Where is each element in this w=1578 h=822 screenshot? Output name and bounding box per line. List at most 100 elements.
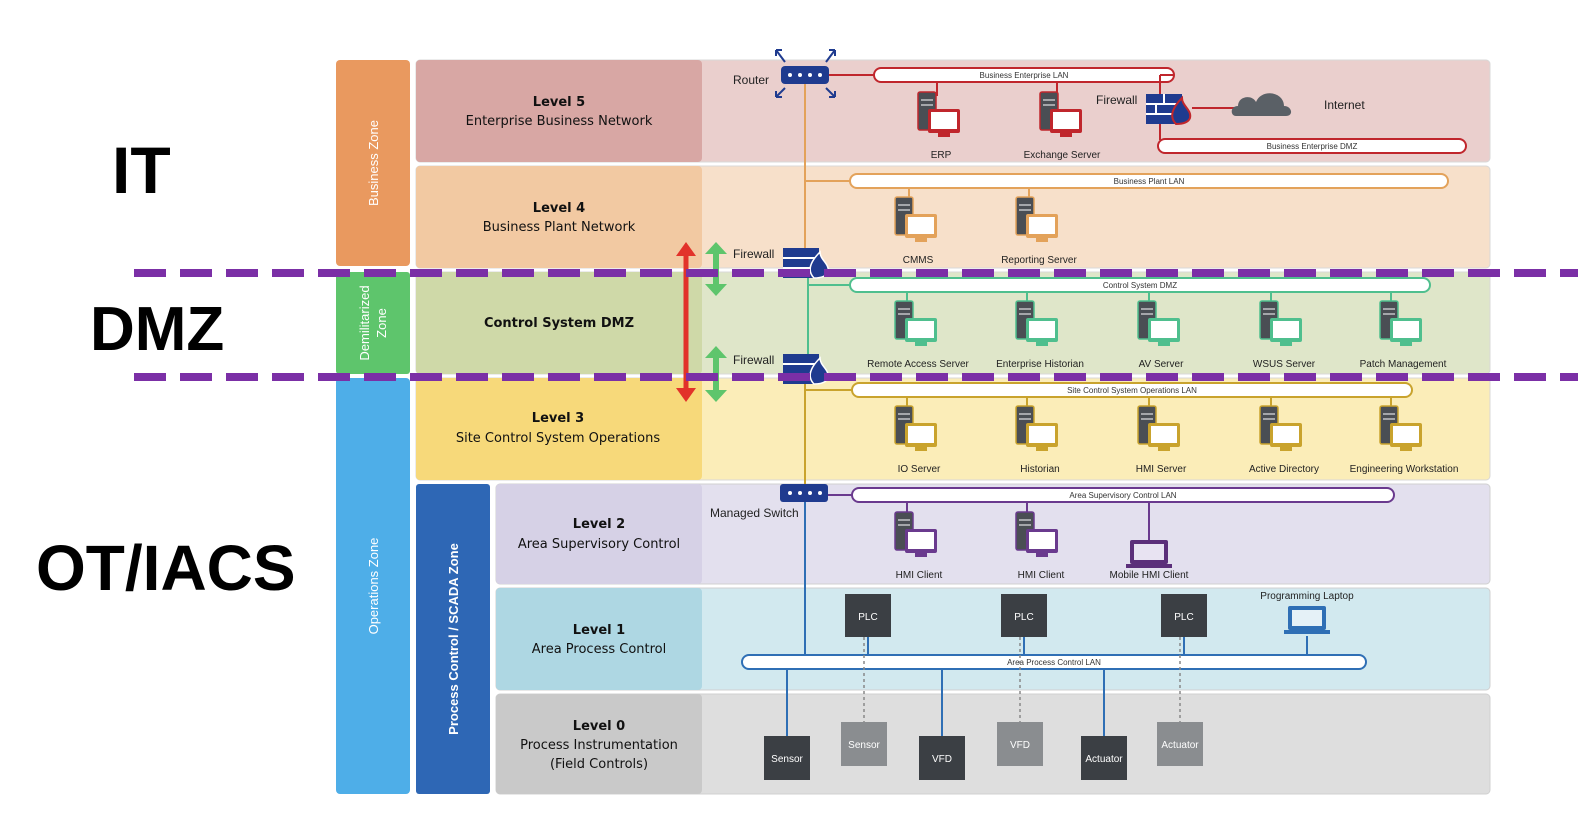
device-exchange: Exchange Server [1024, 150, 1101, 161]
business-plant-lan-label: Business Plant LAN [1114, 177, 1185, 186]
device-hmi-client-2: HMI Client [1018, 570, 1065, 581]
device-patch: Patch Management [1360, 359, 1447, 370]
device-active-dir: Active Directory [1249, 464, 1319, 475]
server-icon-patch [1379, 300, 1422, 346]
server-icon-wsus [1259, 300, 1302, 346]
control-system-dmz-lan-label: Control System DMZ [1103, 281, 1177, 290]
level-0-subtitle-2: (Field Controls) [550, 757, 648, 772]
programming-laptop-icon [1284, 606, 1330, 634]
device-remote-access: Remote Access Server [867, 359, 969, 370]
level-0-subtitle: Process Instrumentation [520, 738, 678, 753]
operations-zone-label: Operations Zone [366, 538, 381, 635]
field-label-actuator-1: Actuator [1085, 754, 1123, 765]
level-1-band [495, 587, 1491, 691]
server-icon-historian [1015, 405, 1058, 451]
router-icon [775, 49, 836, 98]
area-process-lan [741, 654, 1367, 670]
programming-laptop-label: Programming Laptop [1260, 591, 1354, 602]
field-label-sensor-1: Sensor [771, 754, 803, 765]
business-zone-bar [336, 60, 410, 266]
plc-box-3 [1161, 594, 1207, 637]
level-1-title: Level 1 [573, 623, 625, 638]
level-0-title: Level 0 [573, 719, 625, 734]
operations-zone-bar [336, 378, 410, 794]
server-icons [894, 91, 1422, 557]
level-5-title: Level 5 [533, 95, 585, 110]
server-icon-erp [917, 91, 960, 137]
field-box-sensor-1 [764, 736, 810, 780]
level-0-band [495, 693, 1491, 795]
server-icon-io [894, 405, 937, 451]
field-box-actuator-2 [1157, 722, 1203, 766]
plc-label-1: PLC [858, 612, 877, 623]
business-enterprise-lan-label: Business Enterprise LAN [980, 71, 1069, 80]
device-io: IO Server [898, 464, 941, 475]
level-1-subtitle: Area Process Control [532, 642, 667, 657]
firewall-dmz-icon [783, 354, 829, 385]
level-5-subtitle: Enterprise Business Network [466, 114, 653, 129]
field-box-actuator-1 [1081, 736, 1127, 780]
site-control-lan [851, 382, 1413, 398]
managed-switch-icon [780, 484, 828, 502]
server-icon-ent-historian [1015, 300, 1058, 346]
dmz-zone-label-2: Zone [374, 308, 389, 338]
server-icon-active-dir [1259, 405, 1302, 451]
router-label: Router [733, 73, 769, 87]
device-hmi-client-1: HMI Client [896, 570, 943, 581]
device-ent-historian: Enterprise Historian [996, 359, 1084, 370]
device-eng-ws: Engineering Workstation [1350, 464, 1459, 475]
field-box-sensor-2 [841, 722, 887, 766]
server-icon-reporting [1015, 196, 1058, 242]
label-it: IT [112, 133, 171, 207]
area-process-lan-label: Area Process Control LAN [1007, 658, 1101, 667]
dmz-title: Control System DMZ [484, 316, 634, 331]
server-icon-hmi-server [1137, 405, 1180, 451]
cloud-icon [1231, 93, 1292, 116]
device-erp: ERP [931, 150, 952, 161]
device-cmms: CMMS [903, 255, 934, 266]
business-enterprise-dmz [1157, 138, 1467, 154]
business-plant-lan [849, 173, 1449, 189]
device-reporting: Reporting Server [1001, 255, 1077, 266]
server-icon-eng-ws [1379, 405, 1422, 451]
scada-zone-bar [416, 484, 490, 794]
device-mobile-hmi: Mobile HMI Client [1110, 570, 1189, 581]
site-control-lan-label: Site Control System Operations LAN [1067, 386, 1197, 395]
level-2-subtitle: Area Supervisory Control [518, 537, 680, 552]
device-historian: Historian [1020, 464, 1059, 475]
server-icon-av [1137, 300, 1180, 346]
field-label-vfd-1: VFD [932, 754, 952, 765]
level-4-title: Level 4 [533, 201, 585, 216]
field-box-vfd-1 [919, 736, 965, 780]
field-label-vfd-2: VFD [1010, 740, 1030, 751]
server-icon-cmms [894, 196, 937, 242]
level-4-band [415, 165, 1491, 269]
device-av: AV Server [1139, 359, 1184, 370]
plc-label-2: PLC [1014, 612, 1033, 623]
device-wsus: WSUS Server [1253, 359, 1316, 370]
scada-zone-label: Process Control / SCADA Zone [446, 543, 461, 735]
server-icon-hmi-client-2 [1015, 511, 1058, 557]
field-label-actuator-2: Actuator [1161, 740, 1199, 751]
laptop-icon [1126, 540, 1172, 568]
level-3-band [415, 377, 1491, 481]
firewall-top-icon [1146, 94, 1192, 126]
firewall-l4-label: Firewall [733, 247, 774, 261]
firewall-dmz-label: Firewall [733, 353, 774, 367]
managed-switch-label: Managed Switch [710, 506, 799, 520]
level-4-subtitle: Business Plant Network [483, 220, 636, 235]
area-supervisory-lan-label: Area Supervisory Control LAN [1069, 491, 1176, 500]
label-ot-iacs: OT/IACS [36, 532, 296, 604]
area-supervisory-lan [851, 487, 1395, 503]
field-box-vfd-2 [997, 722, 1043, 766]
firewall-top-label: Firewall [1096, 93, 1137, 107]
level-2-band [495, 483, 1491, 585]
dmz-zone-label-1: Demilitarized [357, 285, 372, 360]
field-label-sensor-2: Sensor [848, 740, 880, 751]
business-enterprise-dmz-label: Business Enterprise DMZ [1267, 142, 1358, 151]
plc-label-3: PLC [1174, 612, 1193, 623]
internet-label: Internet [1324, 98, 1365, 112]
device-hmi-server: HMI Server [1136, 464, 1187, 475]
server-icon-hmi-client-1 [894, 511, 937, 557]
